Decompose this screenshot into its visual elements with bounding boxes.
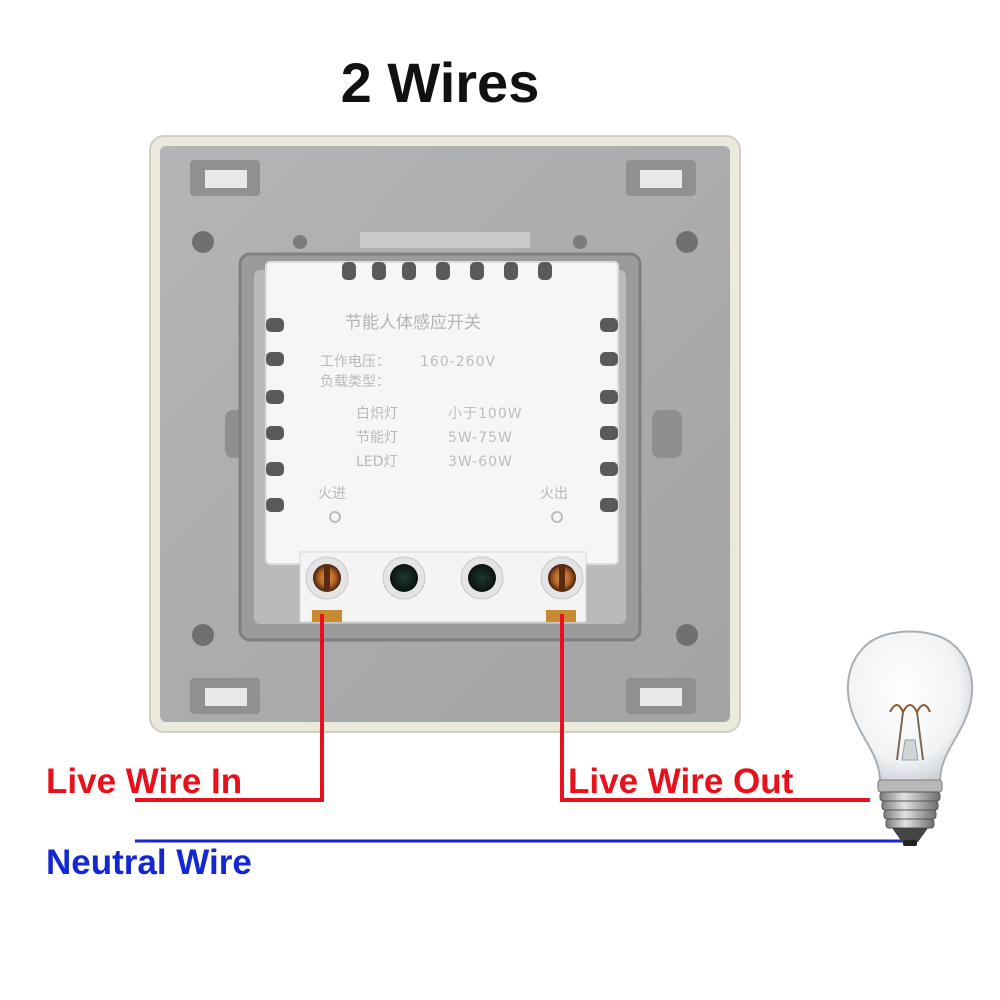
corner-clip	[190, 160, 260, 196]
corner-clip	[190, 678, 260, 714]
load-value-cfl: 5W-75W	[448, 430, 513, 446]
terminal-empty	[382, 556, 426, 600]
module-heading: 节能人体感应开关	[345, 313, 481, 333]
diagram-title: 2 Wires	[340, 51, 540, 114]
load-type-label: 负载类型：	[320, 374, 390, 390]
corner-clip	[626, 160, 696, 196]
mounting-hole	[192, 624, 214, 646]
load-value-incandescent: 小于100W	[448, 406, 523, 422]
corner-clip	[626, 678, 696, 714]
load-type-cfl: 节能灯	[356, 430, 398, 446]
live-wire-in-label: Live Wire In	[46, 762, 242, 801]
terminal-in-label: 火进	[318, 486, 346, 502]
terminal-empty	[460, 556, 504, 600]
mounting-hole	[192, 231, 214, 253]
sensor-module: 节能人体感应开关 工作电压： 160-260V 负载类型： 白炽灯 小于100W…	[265, 261, 619, 623]
live-wire-in	[135, 614, 324, 802]
mounting-hole	[676, 231, 698, 253]
voltage-label: 工作电压：	[320, 354, 390, 370]
live-wire-out	[560, 614, 870, 802]
terminal-live-in	[305, 556, 349, 622]
neutral-wire-label: Neutral Wire	[46, 843, 252, 882]
load-type-led: LED灯	[356, 454, 397, 470]
load-value-led: 3W-60W	[448, 454, 513, 470]
terminal-live-out	[540, 556, 584, 622]
light-bulb-icon	[846, 630, 974, 846]
mounting-hole	[676, 624, 698, 646]
voltage-value: 160-260V	[420, 354, 496, 370]
terminal-out-label: 火出	[540, 486, 568, 502]
load-type-incandescent: 白炽灯	[356, 406, 398, 422]
live-wire-out-label: Live Wire Out	[568, 762, 794, 801]
